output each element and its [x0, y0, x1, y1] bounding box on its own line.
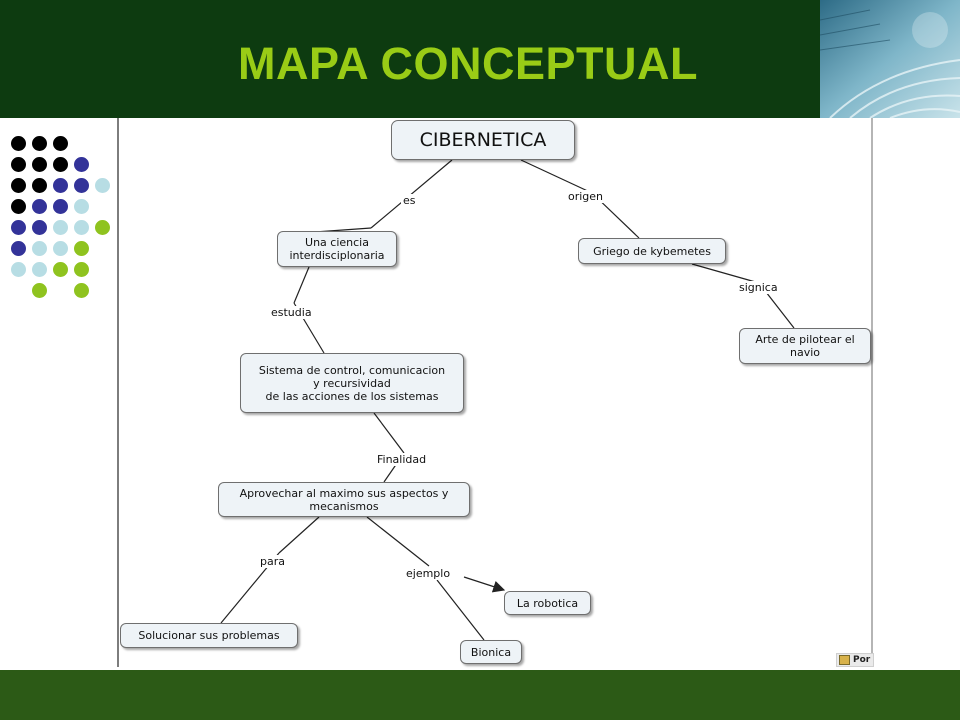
node-una-ciencia: Una ciencia interdisciplonaria: [277, 231, 397, 267]
decorative-dot: [53, 241, 68, 256]
line-ejemplo-bionica: [436, 579, 485, 641]
node-cibernetica: CIBERNETICA: [391, 120, 575, 160]
link-label-finalidad: Finalidad: [375, 453, 429, 466]
decorative-dot: [32, 220, 47, 235]
node-sistema-de-control: Sistema de control, comunicacion y recur…: [240, 353, 464, 413]
decorative-dot: [53, 220, 68, 235]
folder-icon: [839, 655, 850, 665]
decorative-dot: [32, 157, 47, 172]
link-label-signica: signica: [737, 281, 780, 294]
link-label-estudia: estudia: [269, 306, 314, 319]
decorative-dot: [32, 241, 47, 256]
decorative-dot: [11, 262, 26, 277]
decorative-dot: [74, 283, 89, 298]
decorative-dot: [11, 241, 26, 256]
header-decorative-photo: [820, 0, 960, 118]
connector-lines: [220, 159, 795, 641]
line-griego-signica: [691, 263, 760, 284]
decorative-dot: [53, 136, 68, 151]
decorative-dot: [95, 220, 110, 235]
node-la-robotica: La robotica: [504, 591, 591, 615]
decorative-dot: [74, 178, 89, 193]
decorative-dot: [74, 262, 89, 277]
line-sistema-finalidad: [373, 412, 405, 454]
decorative-dot: [32, 136, 47, 151]
link-label-ejemplo: ejemplo: [404, 567, 453, 580]
decorative-dot: [32, 199, 47, 214]
decorative-dot: [74, 157, 89, 172]
decorative-dot: [32, 178, 47, 193]
decorative-dot: [74, 220, 89, 235]
decorative-dot: [53, 199, 68, 214]
node-griego-de-kybemetes: Griego de kybemetes: [578, 238, 726, 264]
node-bionica: Bionica: [460, 640, 522, 664]
decorative-dot-grid: [0, 118, 118, 318]
decorative-dot: [74, 199, 89, 214]
line-aprovechar-ejemplo: [366, 516, 430, 567]
decorative-dot: [11, 220, 26, 235]
decorative-dot: [32, 262, 47, 277]
link-label-para: para: [258, 555, 287, 568]
decorative-dot: [11, 178, 26, 193]
line-ciencia-estudia: [293, 266, 310, 304]
node-solucionar-sus-problemas: Solucionar sus problemas: [120, 623, 298, 648]
link-label-origen: origen: [566, 190, 606, 203]
node-aprovechar-al-maximo: Aprovechar al maximo sus aspectos y meca…: [218, 482, 470, 517]
decorative-dot: [11, 199, 26, 214]
link-label-es: es: [401, 194, 418, 207]
footer-bar: [0, 670, 960, 720]
node-arte-de-pilotear: Arte de pilotear el navio: [739, 328, 871, 364]
line-aprovechar-para: [278, 516, 320, 554]
decorative-dot: [53, 157, 68, 172]
decorative-dot: [32, 283, 47, 298]
decorative-dot: [53, 178, 68, 193]
status-bar-icon[interactable]: Por: [836, 653, 874, 667]
status-bar-label: Por: [853, 655, 871, 665]
decorative-dot: [53, 262, 68, 277]
decorative-dot: [74, 241, 89, 256]
header-bar: MAPA CONCEPTUAL: [0, 0, 960, 118]
line-cibernetica-origen: [520, 159, 593, 194]
concept-map-canvas: CIBERNETICA Una ciencia interdisciplonar…: [117, 118, 873, 667]
decorative-dot: [11, 136, 26, 151]
line-ejemplo-robotica: [463, 576, 506, 593]
page-title: MAPA CONCEPTUAL: [238, 38, 698, 89]
decorative-dot: [95, 178, 110, 193]
decorative-dot: [11, 157, 26, 172]
